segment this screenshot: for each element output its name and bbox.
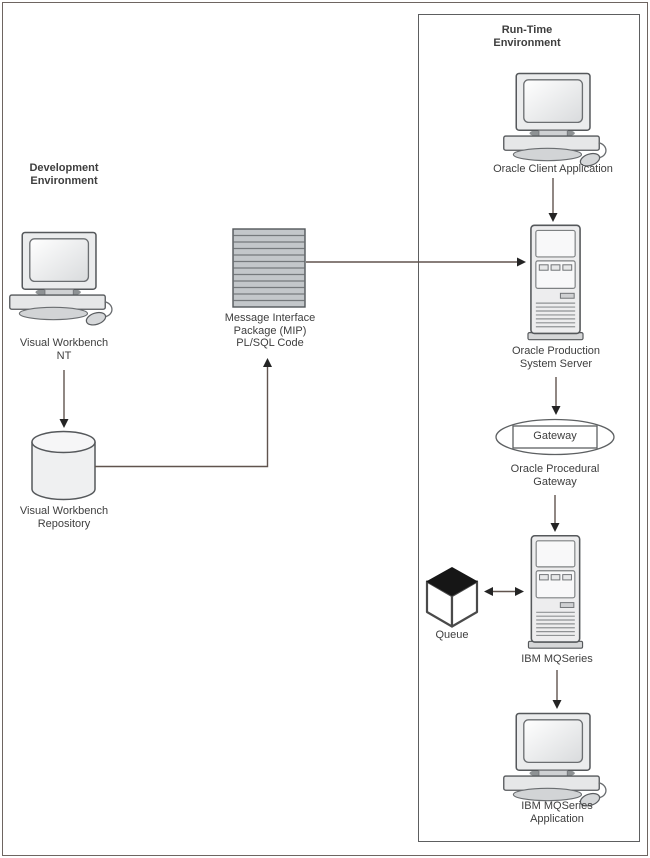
queue-label: Queue (435, 629, 469, 641)
workstation-icon (9, 231, 113, 328)
server-tower-icon (527, 535, 584, 649)
arrow-workbench-to-repository (59, 370, 69, 428)
gateway-box-label: Gateway (533, 430, 577, 442)
ibm-mqseries-label: IBM MQSeries (521, 653, 593, 665)
database-cylinder-icon (31, 430, 96, 501)
mip-label: Message Interface Package (MIP) PL/SQL C… (224, 312, 316, 349)
code-stack-icon (232, 228, 306, 308)
visual-workbench-nt-label: Visual Workbench NT (19, 337, 109, 362)
server-tower-icon (527, 224, 584, 341)
visual-workbench-repository-label: Visual Workbench Repository (19, 505, 109, 530)
arrow-gateway-to-mqseries (550, 495, 560, 532)
arrow-queue-mqseries-bidirectional (484, 587, 524, 596)
runtime-environment-box (418, 14, 640, 842)
runtime-environment-title: Run-Time Environment (493, 24, 561, 49)
arrow-client-to-server (548, 178, 558, 222)
oracle-procedural-gateway-label: Oracle Procedural Gateway (510, 463, 600, 488)
queue-cube-icon (425, 567, 479, 628)
oracle-production-server-label: Oracle Production System Server (511, 345, 601, 370)
gateway-ellipse (495, 418, 615, 456)
workstation-icon (503, 712, 607, 809)
development-environment-title: Development Environment (29, 162, 99, 187)
arrow-mqseries-to-application (552, 670, 562, 709)
ibm-mqseries-application-label: IBM MQSeries Application (521, 800, 593, 825)
arrow-mip-to-server (306, 257, 526, 267)
workstation-icon (503, 72, 607, 169)
oracle-client-application-label: Oracle Client Application (493, 163, 613, 175)
connector-repository-to-mip (95, 358, 272, 468)
arrow-server-to-gateway (551, 377, 561, 415)
